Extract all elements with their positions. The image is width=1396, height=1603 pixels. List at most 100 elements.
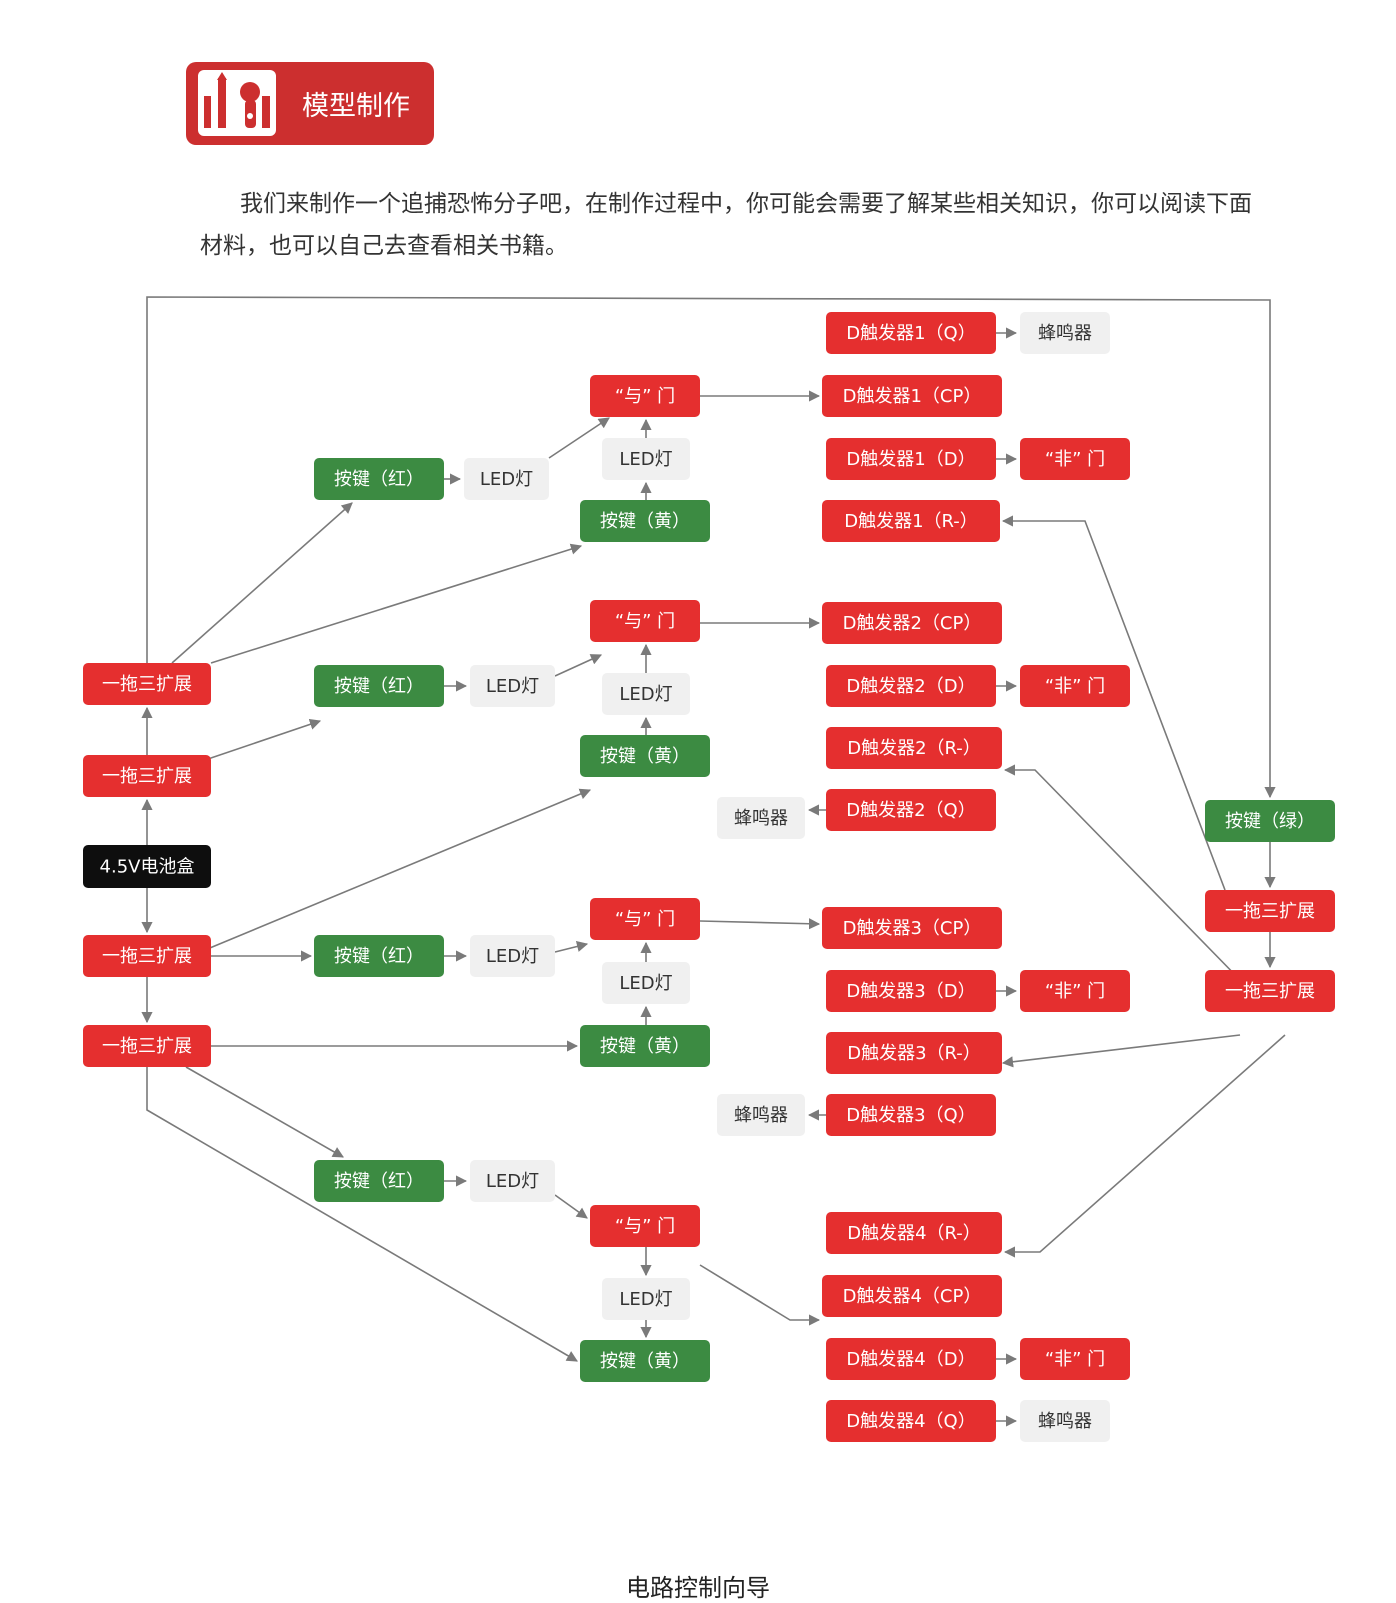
node-box xyxy=(580,735,710,777)
node-ext3: 一拖三扩展 xyxy=(83,935,211,977)
node-label: D触发器1（Q） xyxy=(846,323,975,344)
node-label: 按键（黄） xyxy=(600,1036,690,1057)
node-ledv3: LED灯 xyxy=(602,962,690,1004)
node-label: “与” 门 xyxy=(615,386,675,407)
node-label: LED灯 xyxy=(480,469,533,490)
edge-arrow xyxy=(554,654,603,677)
node-box xyxy=(590,898,700,940)
node-label: 蜂鸣器 xyxy=(1038,323,1092,344)
node-label: “与” 门 xyxy=(615,909,675,930)
node-box xyxy=(826,1032,1002,1074)
node-br4: 按键（红） xyxy=(314,1160,444,1202)
node-box xyxy=(470,935,555,977)
node-box xyxy=(83,755,211,797)
node-label: 一拖三扩展 xyxy=(102,1036,192,1057)
node-box xyxy=(602,438,690,480)
node-by3: 按键（黄） xyxy=(580,1025,710,1067)
section-title: 模型制作 xyxy=(302,91,410,122)
node-label: D触发器3（CP） xyxy=(843,918,982,939)
node-box xyxy=(1020,970,1130,1012)
node-label: 按键（红） xyxy=(334,1171,424,1192)
node-d3q: D触发器3（Q） xyxy=(826,1094,996,1136)
node-box xyxy=(590,600,700,642)
node-label: 一拖三扩展 xyxy=(1225,901,1315,922)
edge-arrow xyxy=(185,1066,344,1158)
node-d1q: D触发器1（Q） xyxy=(826,312,996,354)
node-label: D触发器2（R-） xyxy=(847,738,981,759)
node-box xyxy=(470,665,555,707)
edge-arrow xyxy=(554,1194,588,1219)
node-n4: “非” 门 xyxy=(1020,1338,1130,1380)
node-box xyxy=(314,935,444,977)
node-box xyxy=(590,375,700,417)
section-banner: 模型制作 xyxy=(186,62,434,145)
node-br1: 按键（红） xyxy=(314,458,444,500)
node-box xyxy=(826,1338,996,1380)
edge-arrow xyxy=(146,1067,578,1362)
node-n3: “非” 门 xyxy=(1020,970,1130,1012)
node-box xyxy=(580,500,710,542)
node-d1d: D触发器1（D） xyxy=(826,438,996,480)
node-label: LED灯 xyxy=(486,946,539,967)
node-d2d: D触发器2（D） xyxy=(826,665,996,707)
node-label: 一拖三扩展 xyxy=(102,946,192,967)
node-box xyxy=(826,789,996,831)
node-bz1: 蜂鸣器 xyxy=(1020,312,1110,354)
node-label: LED灯 xyxy=(619,449,672,470)
node-d3r: D触发器3（R-） xyxy=(826,1032,1002,1074)
node-bz2: 蜂鸣器 xyxy=(717,797,805,839)
node-led4: LED灯 xyxy=(470,1160,555,1202)
node-label: “与” 门 xyxy=(615,611,675,632)
edge-arrow xyxy=(1003,1034,1286,1258)
edge-arrow xyxy=(204,788,592,951)
node-label: D触发器2（Q） xyxy=(846,800,975,821)
figure-caption: 电路控制向导 xyxy=(626,1574,770,1602)
node-label: 按键（红） xyxy=(334,469,424,490)
edge-arrow xyxy=(699,1264,821,1326)
node-box xyxy=(83,845,211,888)
node-and2: “与” 门 xyxy=(590,600,700,642)
node-label: LED灯 xyxy=(486,1171,539,1192)
node-d2cp: D触发器2（CP） xyxy=(822,602,1002,644)
edge-arrow xyxy=(204,718,322,761)
node-box xyxy=(822,907,1002,949)
node-d2q: D触发器2（Q） xyxy=(826,789,996,831)
tools-icon xyxy=(198,70,276,136)
node-led1: LED灯 xyxy=(464,458,549,500)
node-box xyxy=(1020,1338,1130,1380)
node-label: D触发器1（R-） xyxy=(844,511,978,532)
node-box xyxy=(580,1025,710,1067)
node-n1: “非” 门 xyxy=(1020,438,1130,480)
node-box xyxy=(590,1205,700,1247)
node-label: 按键（黄） xyxy=(600,511,690,532)
node-label: 4.5V电池盒 xyxy=(100,857,195,878)
node-d1cp: D触发器1（CP） xyxy=(822,375,1002,417)
node-box xyxy=(717,1094,805,1136)
node-label: D触发器1（D） xyxy=(846,449,975,470)
node-and1: “与” 门 xyxy=(590,375,700,417)
node-label: D触发器3（R-） xyxy=(847,1043,981,1064)
node-box xyxy=(602,962,690,1004)
node-ledv1: LED灯 xyxy=(602,438,690,480)
node-box xyxy=(822,602,1002,644)
node-box xyxy=(314,1160,444,1202)
intro-paragraph: 我们来制作一个追捕恐怖分子吧，在制作过程中，你可能会需要了解某些相关知识，你可以… xyxy=(200,191,1252,259)
node-label: 按键（黄） xyxy=(600,1351,690,1372)
node-label: D触发器1（CP） xyxy=(843,386,982,407)
node-d2r: D触发器2（R-） xyxy=(826,727,1002,769)
node-label: 蜂鸣器 xyxy=(734,808,788,829)
node-d1r: D触发器1（R-） xyxy=(822,500,1000,542)
node-box xyxy=(717,797,805,839)
node-box xyxy=(470,1160,555,1202)
node-box xyxy=(83,1025,211,1067)
node-and4: “与” 门 xyxy=(590,1205,700,1247)
node-box xyxy=(83,935,211,977)
node-label: LED灯 xyxy=(619,1289,672,1310)
node-d3cp: D触发器3（CP） xyxy=(822,907,1002,949)
node-box xyxy=(822,375,1002,417)
node-br2: 按键（红） xyxy=(314,665,444,707)
node-d4d: D触发器4（D） xyxy=(826,1338,996,1380)
node-box xyxy=(826,665,996,707)
node-box xyxy=(826,438,996,480)
